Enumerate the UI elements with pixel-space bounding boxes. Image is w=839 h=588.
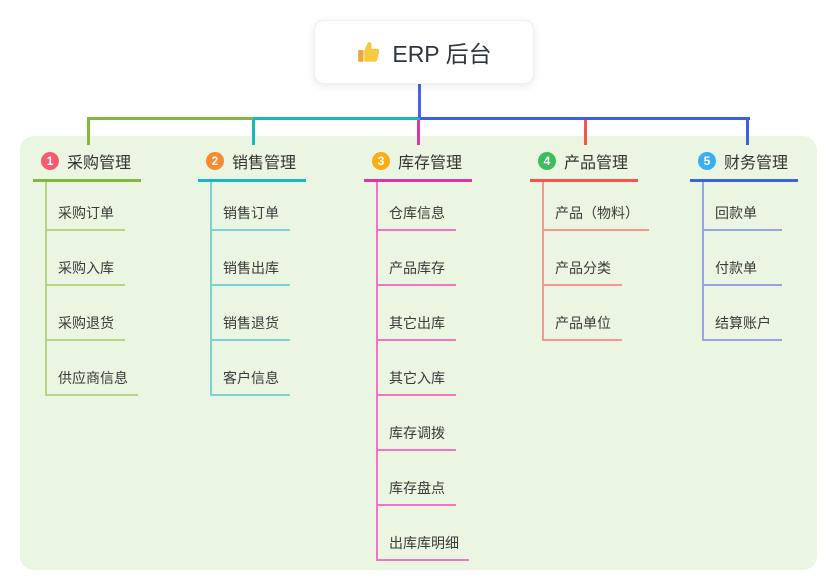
branches-panel	[20, 136, 817, 570]
child-node[interactable]: 采购订单	[45, 203, 125, 231]
branch-trunk-4	[542, 182, 544, 341]
branch-header-3[interactable]: 3 库存管理	[364, 143, 472, 182]
branch-header-4[interactable]: 4 产品管理	[530, 143, 638, 182]
branch-label: 库存管理	[398, 155, 463, 172]
root-node[interactable]: ERP 后台	[314, 20, 534, 84]
child-node[interactable]: 供应商信息	[45, 368, 138, 396]
branch-trunk-3	[376, 182, 378, 561]
connector-horizontal-middle	[253, 117, 420, 120]
child-node[interactable]: 结算账户	[702, 313, 782, 341]
child-node[interactable]: 其它出库	[376, 313, 456, 341]
branch-header-5[interactable]: 5 财务管理	[690, 143, 798, 182]
thumbs-up-icon	[356, 39, 382, 65]
branch-trunk-5	[702, 182, 704, 341]
connector-horizontal-right	[420, 117, 750, 120]
child-node[interactable]: 库存盘点	[376, 478, 456, 506]
branch-number-badge: 1	[41, 152, 59, 170]
branch-number-badge: 5	[698, 152, 716, 170]
connector-stub-branch-3	[417, 118, 420, 145]
child-node[interactable]: 产品分类	[542, 258, 622, 286]
branch-header-2[interactable]: 2 销售管理	[198, 143, 306, 182]
child-node[interactable]: 回款单	[702, 203, 782, 231]
child-node[interactable]: 产品单位	[542, 313, 622, 341]
branch-trunk-2	[210, 182, 212, 396]
child-node[interactable]: 付款单	[702, 258, 782, 286]
branch-number-badge: 4	[538, 152, 556, 170]
child-node[interactable]: 销售出库	[210, 258, 290, 286]
child-node[interactable]: 其它入库	[376, 368, 456, 396]
child-node[interactable]: 仓库信息	[376, 203, 456, 231]
connector-stub-branch-1	[87, 118, 90, 145]
branch-header-1[interactable]: 1 采购管理	[33, 143, 141, 182]
child-node[interactable]: 库存调拨	[376, 423, 456, 451]
connector-stub-branch-4	[584, 118, 587, 145]
branch-label: 采购管理	[67, 155, 132, 172]
connector-root-line	[418, 82, 421, 118]
child-node[interactable]: 采购入库	[45, 258, 125, 286]
child-node[interactable]: 产品（物料）	[542, 203, 649, 231]
connector-horizontal-left	[87, 117, 253, 120]
branch-label: 财务管理	[724, 155, 789, 172]
child-node[interactable]: 产品库存	[376, 258, 456, 286]
child-node[interactable]: 客户信息	[210, 368, 290, 396]
branch-trunk-1	[45, 182, 47, 396]
child-node[interactable]: 销售退货	[210, 313, 290, 341]
branch-label: 销售管理	[232, 155, 297, 172]
child-node[interactable]: 出库库明细	[376, 533, 469, 561]
root-label: ERP 后台	[392, 41, 492, 67]
branch-number-badge: 3	[372, 152, 390, 170]
child-node[interactable]: 采购退货	[45, 313, 125, 341]
connector-stub-branch-5	[746, 118, 749, 145]
connector-stub-branch-2	[252, 118, 255, 145]
branch-label: 产品管理	[564, 155, 629, 172]
child-node[interactable]: 销售订单	[210, 203, 290, 231]
branch-number-badge: 2	[206, 152, 224, 170]
